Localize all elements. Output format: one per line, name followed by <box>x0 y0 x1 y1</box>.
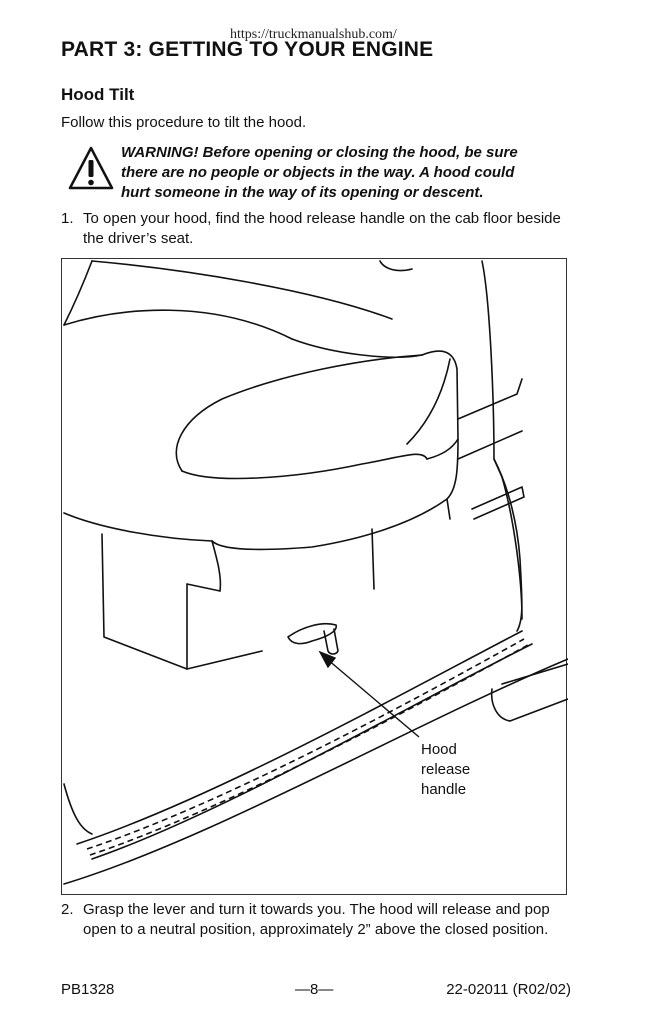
watermark-url[interactable]: https://truckmanualshub.com/ <box>230 27 397 42</box>
step-text: To open your hood, find the hood release… <box>83 210 561 247</box>
step-2: 2. Grasp the lever and turn it towards y… <box>61 900 573 940</box>
cab-floor-illustration <box>63 260 568 885</box>
part-title: PART 3: GETTING TO YOUR ENGINE <box>61 38 434 61</box>
intro-text: Follow this procedure to tilt the hood. <box>61 114 307 131</box>
step-1: 1. To open your hood, find the hood rele… <box>61 209 573 249</box>
step-text: Grasp the lever and turn it towards you.… <box>83 901 550 938</box>
step-number: 1. <box>61 210 74 227</box>
hood-release-callout: Hood release handle <box>421 741 471 798</box>
footer-revision: 22-02011 (R02/02) <box>446 981 571 998</box>
footer-page-number: —8— <box>295 981 334 998</box>
section-title: Hood Tilt <box>61 85 135 104</box>
step-number: 2. <box>61 901 74 918</box>
hood-release-figure: Hood release handle <box>61 258 568 895</box>
warning-text: WARNING! Before opening or closing the h… <box>121 144 518 201</box>
warning-triangle-icon <box>68 146 114 190</box>
footer-doc-id: PB1328 <box>61 981 115 998</box>
